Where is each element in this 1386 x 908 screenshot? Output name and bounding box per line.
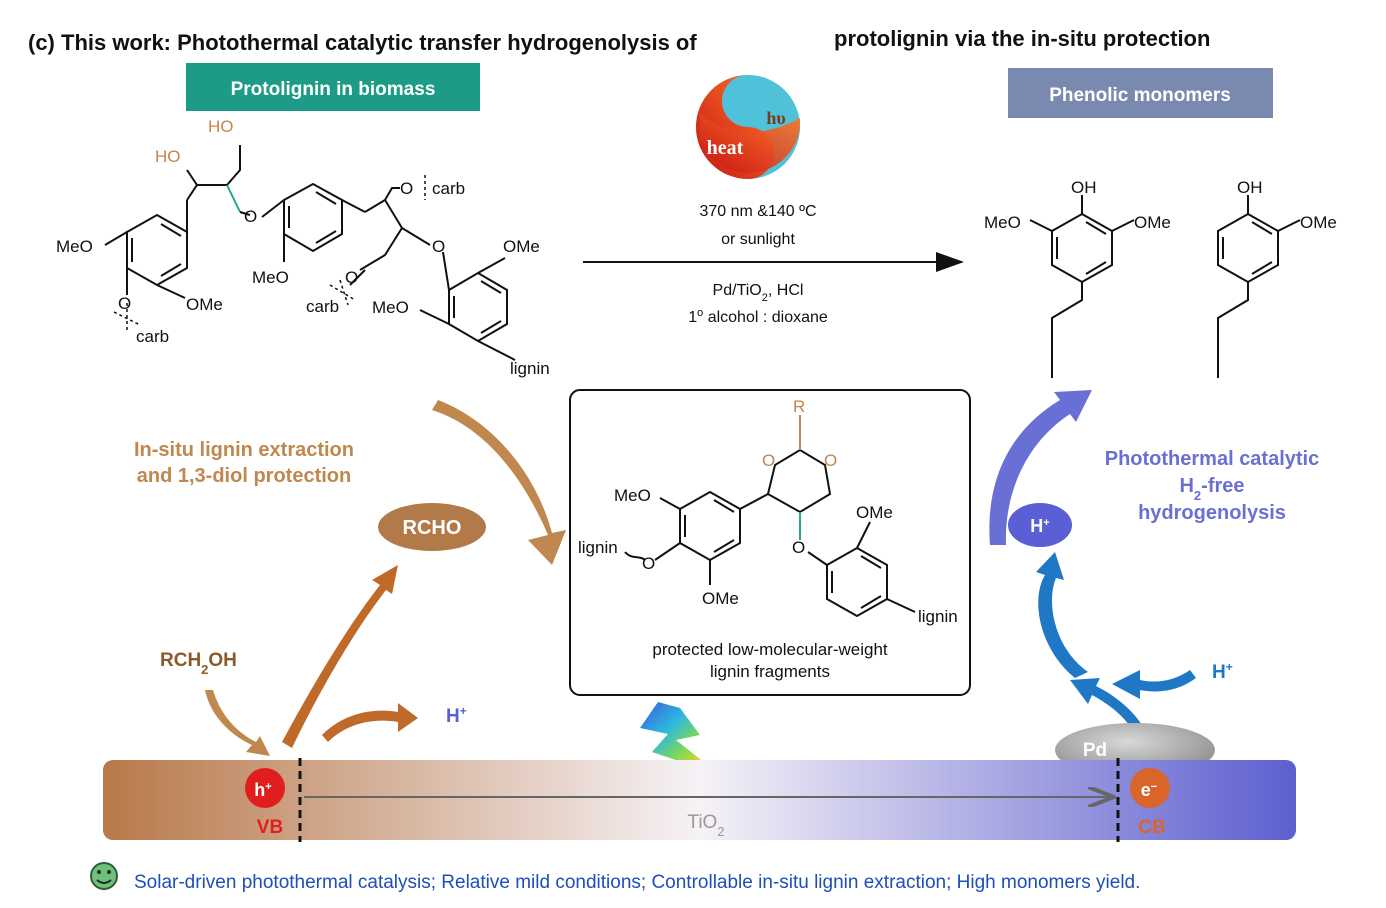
protolignin-structure xyxy=(104,145,516,361)
hydroxyl-label-1: HO xyxy=(208,117,234,136)
condition-catalyst: Pd/TiO2, HCl xyxy=(713,282,804,304)
fragment-box xyxy=(569,389,971,696)
lightning-icon xyxy=(640,702,720,775)
electron-label: e− xyxy=(1141,780,1157,800)
heat-label: heat xyxy=(707,137,744,159)
proton-transfer-arrow xyxy=(1036,552,1088,678)
fragment-caption-line1: protected low-molecular-weight xyxy=(652,640,888,659)
phenolic-monomers-badge-label: Phenolic monomers xyxy=(1049,85,1231,106)
footer-summary: Solar-driven photothermal catalysis; Rel… xyxy=(134,872,1140,893)
hydrogenolysis-arrow xyxy=(989,390,1092,545)
oxidation-arrow xyxy=(282,565,398,748)
phenolic-monomers-badge: Phenolic monomers xyxy=(1008,68,1273,118)
proton-release-arrow-left xyxy=(322,703,418,742)
fragment-structure xyxy=(624,415,916,618)
rcho-label: RCHO xyxy=(403,517,462,539)
carb-label-top: carb xyxy=(432,179,465,198)
hydrogenolysis-label-line3: hydrogenolysis xyxy=(1138,502,1286,524)
protolignin-badge-label: Protolignin in biomass xyxy=(231,79,436,100)
carb-label-mid: carb xyxy=(306,297,339,316)
condition-wavelength: 370 nm &140 ºC xyxy=(699,203,816,220)
condition-sunlight: or sunlight xyxy=(721,231,795,248)
rcho-ellipse: RCHO xyxy=(378,503,486,551)
rch2oh-label: RCH2OH xyxy=(160,650,237,677)
extraction-label-line2: and 1,3-diol protection xyxy=(137,465,351,487)
fragment-caption-line2: lignin fragments xyxy=(710,662,830,681)
electron-transfer-arrow xyxy=(1070,678,1152,752)
proton-adsorption-arrow xyxy=(1112,670,1196,699)
oxygen-link-1: O xyxy=(244,207,257,226)
fragment-lignin-left: lignin xyxy=(578,538,618,557)
protolignin-badge: Protolignin in biomass xyxy=(186,63,480,111)
vb-label: VB xyxy=(257,817,283,838)
oxygen-label-left: O xyxy=(118,294,131,313)
electron-circle: e− xyxy=(1130,768,1170,808)
monomer1-methoxy-right: OMe xyxy=(1134,213,1171,232)
proton-ellipse: H+ xyxy=(1008,503,1072,547)
methoxy-label-b: OMe xyxy=(186,295,223,314)
smiley-icon xyxy=(90,862,118,890)
monomer-syringyl xyxy=(1029,195,1135,378)
monomer-guaiacyl xyxy=(1217,195,1301,378)
methoxy-label-a: MeO xyxy=(56,237,93,256)
carb-label-left: carb xyxy=(136,327,169,346)
monomer1-methoxy-left: MeO xyxy=(984,213,1021,232)
extraction-label-line1: In-situ lignin extraction xyxy=(134,439,354,461)
tio2-band xyxy=(103,760,1296,840)
hydrogenolysis-label-line1: Photothermal catalytic xyxy=(1105,448,1320,470)
extraction-arrow xyxy=(432,400,566,565)
figure-title-left: (c) This work: Photothermal catalytic tr… xyxy=(28,30,697,55)
lignin-label-top: lignin xyxy=(510,359,550,378)
rch2oh-arrow xyxy=(205,690,270,756)
protolignin-labels: HO HO O carb MeO OMe O carb O MeO carb O… xyxy=(56,117,550,378)
fragment-lignin-right: lignin xyxy=(918,607,958,626)
proton-ellipse-label: H+ xyxy=(1030,516,1049,536)
oxygen-link-2: O xyxy=(432,237,445,256)
fragment-methoxy-left: MeO xyxy=(614,486,651,505)
oxygen-label-mid: O xyxy=(345,268,358,287)
methoxy-label-e: MeO xyxy=(372,298,409,317)
monomer2-methoxy: OMe xyxy=(1300,213,1337,232)
hole-label: h+ xyxy=(254,780,271,800)
monomer1-hydroxyl: OH xyxy=(1071,178,1097,197)
figure-title-right: protolignin via the in-situ protection xyxy=(834,26,1210,51)
oxygen-label-top: O xyxy=(400,179,413,198)
hv-label: hυ xyxy=(766,108,785,128)
hole-circle: h+ xyxy=(245,768,285,808)
fragment-oxygen-left: O xyxy=(642,554,655,573)
methoxy-label-c: MeO xyxy=(252,268,289,287)
fragment-methoxy-bottom: OMe xyxy=(702,589,739,608)
cb-label: CB xyxy=(1138,817,1165,838)
fragment-methoxy-right: OMe xyxy=(856,503,893,522)
protolignin-dashed-bonds xyxy=(113,175,426,330)
monomer2-hydroxyl: OH xyxy=(1237,178,1263,197)
hydroxyl-label-2: HO xyxy=(155,147,181,166)
hydrogenolysis-label-line2: H2-free xyxy=(1179,475,1244,503)
pd-label: Pd xyxy=(1083,740,1107,761)
fragment-oxygen-bridge: O xyxy=(792,538,805,557)
methoxy-label-d: OMe xyxy=(503,237,540,256)
tio2-label: TiO2 xyxy=(687,812,724,839)
fragment-r-label: R xyxy=(793,397,805,416)
proton-label-left: H+ xyxy=(446,704,467,727)
proton-label-right: H+ xyxy=(1212,660,1233,683)
fragment-oxygen-1: O xyxy=(762,451,775,470)
fragment-oxygen-2: O xyxy=(824,451,837,470)
heat-light-icon: heat hυ xyxy=(696,75,800,179)
condition-solvent: 1o alcohol : dioxane xyxy=(688,307,828,326)
